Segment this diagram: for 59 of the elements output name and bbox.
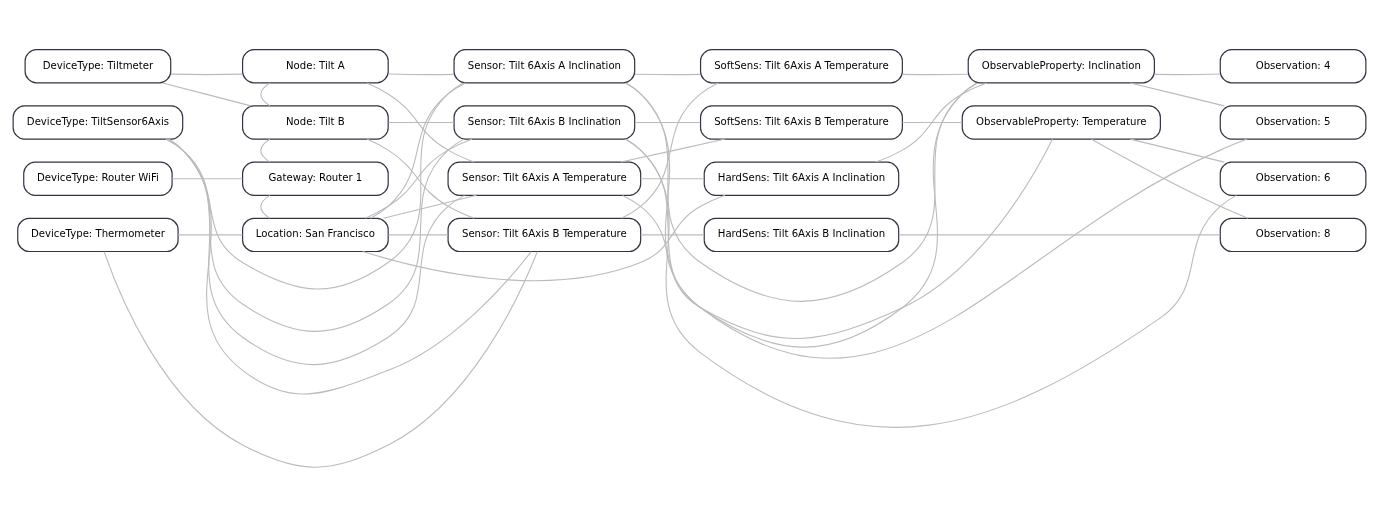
connector: [640, 177, 705, 179]
connector: [620, 138, 726, 163]
connector: [387, 233, 449, 235]
node-box: DeviceType: Tiltmeter: [24, 48, 172, 83]
node-box: ObservableProperty: Temperature: [961, 104, 1161, 140]
connector: [171, 177, 243, 179]
connector: [387, 121, 455, 123]
node-box: Node: Tilt B: [242, 104, 389, 140]
connector: [1153, 72, 1221, 75]
node-box: DeviceType: Router WiFi: [23, 161, 173, 196]
node-box: DeviceType: TiltSensor6Axis: [12, 104, 184, 140]
connector: [260, 194, 271, 219]
connector: [901, 73, 969, 75]
node-box: Observation: 4: [1219, 48, 1367, 83]
connector: [370, 81, 467, 219]
node-box: Sensor: Tilt 6Axis A Inclination: [453, 48, 636, 83]
node-box: Location: San Francisco: [242, 217, 389, 252]
node-box: Observation: 8: [1219, 217, 1367, 252]
connector: [166, 138, 465, 332]
node-box: ObservableProperty: Inclination: [967, 48, 1155, 83]
node-box: Gateway: Router 1: [242, 161, 389, 196]
node-box: Sensor: Tilt 6Axis B Temperature: [447, 217, 642, 252]
connector: [167, 138, 466, 365]
connector: [387, 73, 455, 75]
connector: [366, 81, 475, 163]
connector: [875, 81, 988, 163]
connector: [362, 194, 726, 281]
node-box: SoftSens: Tilt 6Axis A Temperature: [699, 48, 903, 83]
connector: [1090, 138, 1249, 219]
connector: [260, 138, 271, 163]
connector: [162, 81, 252, 106]
connector: [634, 121, 701, 123]
connector: [901, 121, 963, 123]
connector: [165, 81, 464, 290]
node-box: HardSens: Tilt 6Axis B Inclination: [703, 217, 900, 252]
connector: [1129, 138, 1225, 163]
node-box: HardSens: Tilt 6Axis A Inclination: [703, 161, 900, 196]
connector: [260, 81, 271, 106]
node-box: Node: Tilt A: [242, 48, 389, 83]
node-box: Sensor: Tilt 6Axis B Inclination: [453, 104, 636, 140]
connector: [898, 233, 1221, 235]
connector: [624, 81, 978, 348]
connector: [103, 250, 538, 468]
connector: [624, 81, 979, 302]
node-box: Sensor: Tilt 6Axis A Temperature: [447, 161, 642, 196]
connector: [625, 138, 1237, 428]
connector: [1129, 81, 1225, 106]
node-box: Observation: 6: [1219, 161, 1367, 196]
node-box: DeviceType: Thermometer: [17, 217, 179, 252]
connector: [168, 138, 532, 395]
connector: [383, 194, 477, 219]
connector: [621, 138, 1054, 339]
connector: [621, 81, 719, 219]
connector: [170, 73, 243, 75]
connector: [177, 233, 243, 235]
connector: [634, 73, 701, 75]
connector: [640, 233, 705, 235]
node-box: SoftSens: Tilt 6Axis B Temperature: [699, 104, 903, 140]
node-box: Observation: 5: [1219, 104, 1367, 140]
